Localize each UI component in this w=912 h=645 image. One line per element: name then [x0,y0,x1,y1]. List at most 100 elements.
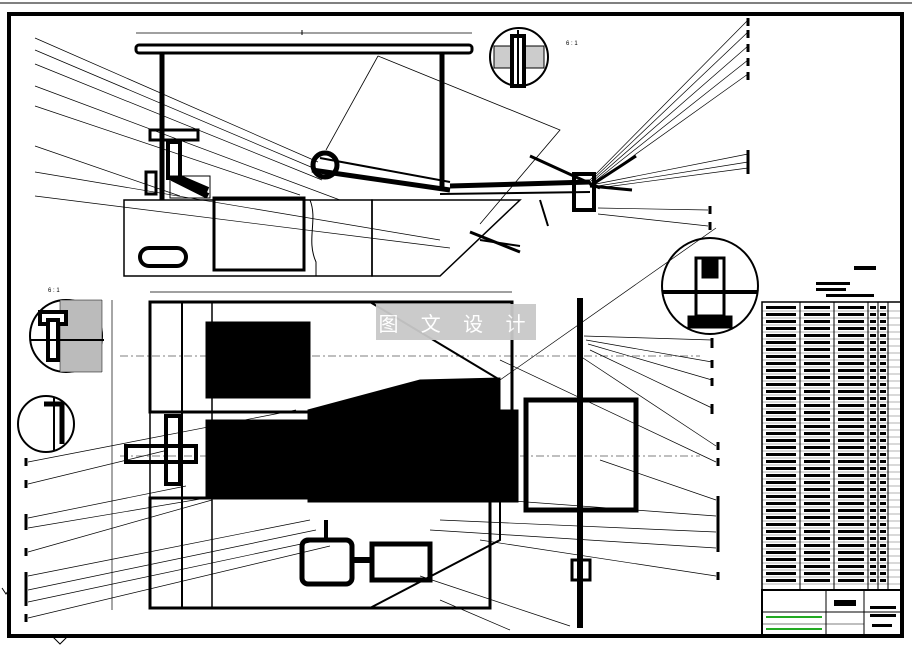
detail-circle-left [29,299,104,373]
parts-list-cell [766,565,796,568]
parts-list-cell [804,425,830,428]
parts-list-cell [838,376,864,379]
parts-list-cell [766,495,796,498]
parts-list-cell [766,397,796,400]
parts-list-cell [870,418,876,421]
parts-list-cell [838,572,864,575]
parts-list-cell [880,355,886,358]
parts-list-cell [880,467,886,470]
parts-list-cell [838,355,864,358]
parts-list-cell [804,390,830,393]
parts-list-cell [804,418,830,421]
parts-list-cell [838,362,864,365]
parts-list-cell [838,320,864,323]
parts-list-cell [804,383,830,386]
parts-list-cell [870,383,876,386]
parts-list-cell [838,579,864,582]
parts-list-cell [870,327,876,330]
parts-list-cell [766,362,796,365]
parts-list-cell [766,509,796,512]
parts-list-cell [870,502,876,505]
parts-list-cell [870,544,876,547]
parts-list-rows [762,306,902,585]
parts-list-cell [766,306,796,309]
parts-list-cell [804,488,830,491]
parts-list-cell [766,453,796,456]
parts-list-cell [766,425,796,428]
parts-list-cell [880,397,886,400]
parts-list-cell [804,565,830,568]
title-block [761,589,903,637]
parts-list-cell [766,411,796,414]
parts-list-cell [838,369,864,372]
parts-list-cell [766,537,796,540]
detail-circle-bolt [489,27,549,88]
side-elevation-view [123,30,637,277]
parts-list-cell [880,404,886,407]
parts-list-cell [838,516,864,519]
parts-list-cell [804,397,830,400]
parts-list-cell [838,418,864,421]
parts-list-cell [838,467,864,470]
watermark-banner: 图 文 设 计 [376,304,536,340]
parts-list-cell [870,565,876,568]
parts-list-cell [838,530,864,533]
parts-list-cell [870,558,876,561]
parts-list-cell [804,306,830,309]
parts-list-cell [880,495,886,498]
parts-list-cell [880,530,886,533]
parts-list-cell [870,537,876,540]
parts-list-cell [766,530,796,533]
parts-list-cell [880,327,886,330]
parts-list-cell [870,551,876,554]
parts-list-cell [870,509,876,512]
parts-list-cell [838,558,864,561]
label-ticks-top [708,18,750,230]
parts-list-cell [804,376,830,379]
leader-lines-top-left [34,37,451,249]
parts-list-cell [838,439,864,442]
parts-list-cell [838,523,864,526]
parts-list-cell [838,551,864,554]
parts-list-cell [870,439,876,442]
parts-list-cell [880,551,886,554]
parts-list-cell [880,432,886,435]
label-ticks-bottom-right [710,338,720,580]
parts-list-cell [838,537,864,540]
parts-list-cell [804,558,830,561]
parts-list-cell [870,460,876,463]
parts-list-cell [804,320,830,323]
parts-list-cell [880,544,886,547]
parts-list-cell [766,551,796,554]
detail-circle-small [17,395,75,453]
parts-list-cell [838,565,864,568]
parts-list-cell [838,313,864,316]
parts-list-cell [804,537,830,540]
parts-list-cell [870,362,876,365]
parts-list-cell [766,467,796,470]
parts-list-cell [804,474,830,477]
parts-list-cell [880,509,886,512]
parts-list-cell [766,313,796,316]
parts-list-cell [838,488,864,491]
parts-list-cell [870,397,876,400]
parts-list-cell [804,327,830,330]
parts-list-cell [838,306,864,309]
parts-list-cell [880,537,886,540]
detail-scale-label-top: 6 : 1 [566,41,578,47]
parts-list-cell [870,579,876,582]
parts-list-cell [880,383,886,386]
parts-list-cell [804,369,830,372]
parts-list-cell [880,488,886,491]
parts-list-cell [838,341,864,344]
parts-list-cell [804,453,830,456]
parts-list-cell [870,453,876,456]
parts-list-cell [838,334,864,337]
parts-list-cell [870,488,876,491]
plan-view [111,291,700,628]
parts-list-cell [804,544,830,547]
parts-list-cell [766,348,796,351]
parts-list-cell [870,355,876,358]
parts-list-cell [870,404,876,407]
parts-list-cell [804,516,830,519]
